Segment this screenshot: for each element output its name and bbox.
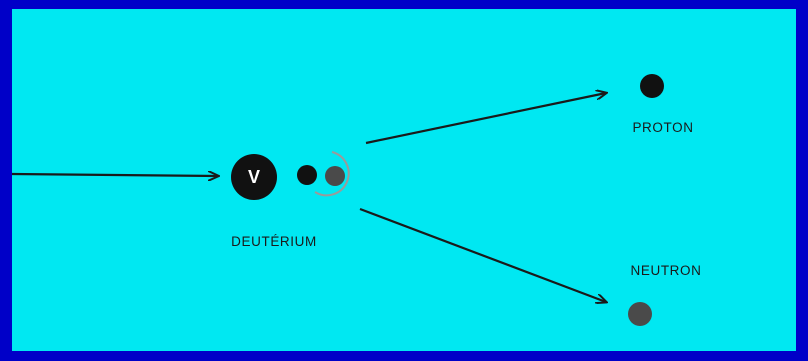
incoming-arrow xyxy=(11,174,218,176)
diagram-panel xyxy=(12,9,796,351)
deuterium-orbit-arc xyxy=(314,151,350,197)
proton-label: PROTON xyxy=(632,120,693,135)
deuterium-neutron-dot xyxy=(325,166,345,186)
deuterium-nucleus xyxy=(297,151,350,197)
proton-particle xyxy=(640,74,664,98)
neutron-arrow xyxy=(359,207,606,302)
deuterium-label: DEUTÉRIUM xyxy=(231,234,317,249)
deuterium-proton-dot xyxy=(297,165,317,185)
neutron-label: NEUTRON xyxy=(631,263,702,278)
neutron-particle xyxy=(628,302,652,326)
neutrino-symbol: V xyxy=(248,167,260,187)
proton-arrow xyxy=(365,93,606,145)
neutrino-particle: V xyxy=(231,154,277,200)
